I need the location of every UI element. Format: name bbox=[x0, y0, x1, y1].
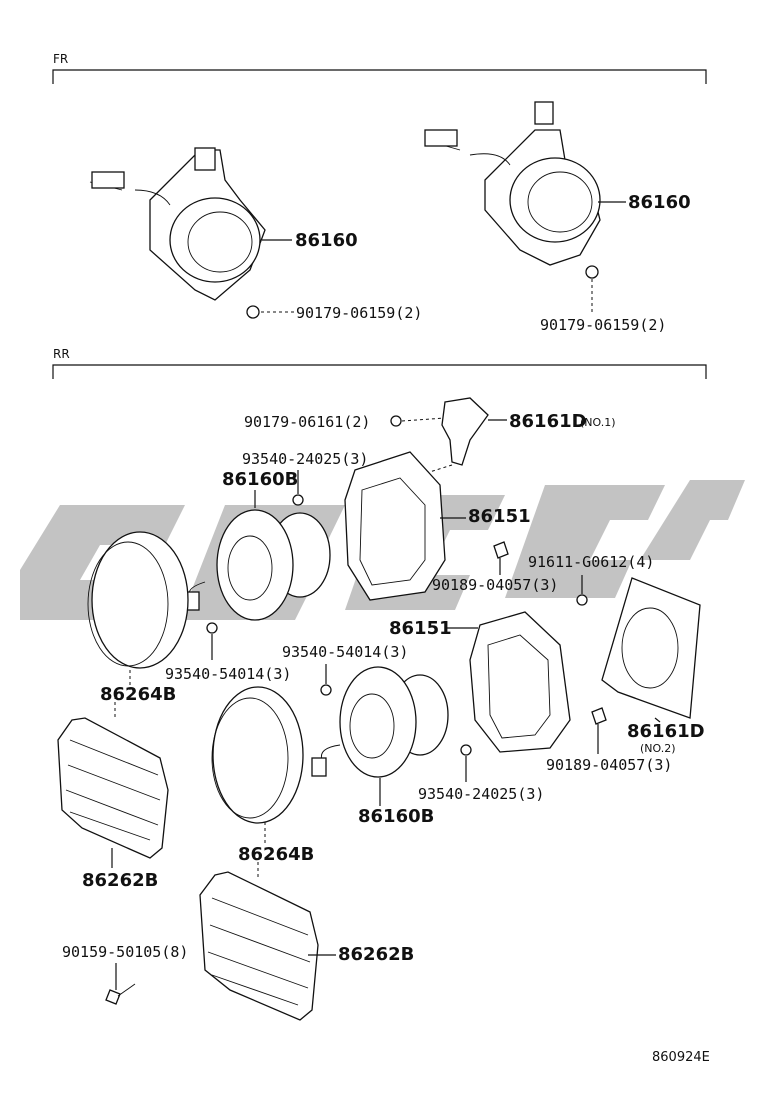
grille-upper-label: 86262B bbox=[82, 870, 158, 891]
screw-bottom-label: 90159-50105(8) bbox=[62, 943, 188, 961]
screw-lower-left-label: 93540-54014(3) bbox=[282, 643, 408, 661]
grille-cover-lower-label: 86264B bbox=[238, 844, 314, 865]
grille-upper-drawing bbox=[57, 717, 169, 859]
section-fr: FR bbox=[52, 52, 707, 84]
nut-top-drawing bbox=[390, 415, 402, 427]
rr-speaker-upper-label: 86160B bbox=[222, 469, 298, 490]
fr-speaker-left-label: 86160 bbox=[295, 230, 358, 251]
screw-upper-label: 93540-24025(3) bbox=[242, 450, 368, 468]
screw-mid-label: 93540-54014(3) bbox=[165, 665, 291, 683]
bracket-no1-note: (NO.1) bbox=[580, 416, 616, 429]
spacer-upper-drawing bbox=[344, 451, 446, 601]
bracket-no2-note: (NO.2) bbox=[640, 742, 676, 755]
screw-bottom-drawing bbox=[105, 983, 136, 1005]
rr-speaker-lower-label: 86160B bbox=[358, 806, 434, 827]
bracket-no1-label: 86161D bbox=[509, 411, 587, 432]
grille-cover-upper-drawing bbox=[87, 531, 189, 669]
grille-cover-upper-label: 86264B bbox=[100, 684, 176, 705]
screw-upper-drawing bbox=[292, 494, 304, 506]
bracket-no2-label: 86161D bbox=[627, 721, 705, 742]
fr-nut-right-label: 90179-06159(2) bbox=[540, 316, 666, 334]
grille-lower-drawing bbox=[199, 871, 319, 1021]
nut-top-label: 90179-06161(2) bbox=[244, 413, 370, 431]
screw-right-label: 91611-G0612(4) bbox=[528, 553, 654, 571]
spacer-upper-label: 86151 bbox=[468, 506, 531, 527]
grille-lower-label: 86262B bbox=[338, 944, 414, 965]
section-rr-label: RR bbox=[53, 347, 70, 361]
screw-lower-left-drawing bbox=[320, 684, 332, 696]
spacer-lower-drawing bbox=[469, 611, 571, 753]
bracket-no2-drawing bbox=[601, 577, 701, 719]
rr-speaker-upper-drawing bbox=[184, 509, 331, 621]
screw-lower-label: 93540-24025(3) bbox=[418, 785, 544, 803]
fr-nut-right-drawing bbox=[585, 265, 599, 279]
section-rr: RR bbox=[52, 347, 707, 379]
clip-upper-drawing bbox=[493, 541, 509, 559]
screw-mid-drawing bbox=[206, 622, 218, 634]
clip-upper-label: 90189-04057(3) bbox=[432, 576, 558, 594]
spacer-lower-label: 86151 bbox=[389, 618, 452, 639]
diagram-id: 860924E bbox=[652, 1050, 710, 1065]
bracket-no1-drawing bbox=[441, 397, 489, 466]
clip-lower-drawing bbox=[591, 707, 607, 725]
screw-lower-drawing bbox=[460, 744, 472, 756]
section-fr-label: FR bbox=[53, 52, 68, 66]
clip-lower-label: 90189-04057(3) bbox=[546, 756, 672, 774]
fr-nut-left-label: 90179-06159(2) bbox=[296, 304, 422, 322]
fr-nut-left-drawing bbox=[246, 305, 260, 319]
grille-cover-lower-drawing bbox=[211, 686, 304, 824]
fr-speaker-left-drawing bbox=[89, 147, 266, 301]
fr-speaker-right-drawing bbox=[424, 101, 601, 266]
screw-right-drawing bbox=[576, 594, 588, 606]
fr-speaker-right-label: 86160 bbox=[628, 192, 691, 213]
rr-speaker-lower-drawing bbox=[311, 666, 449, 778]
